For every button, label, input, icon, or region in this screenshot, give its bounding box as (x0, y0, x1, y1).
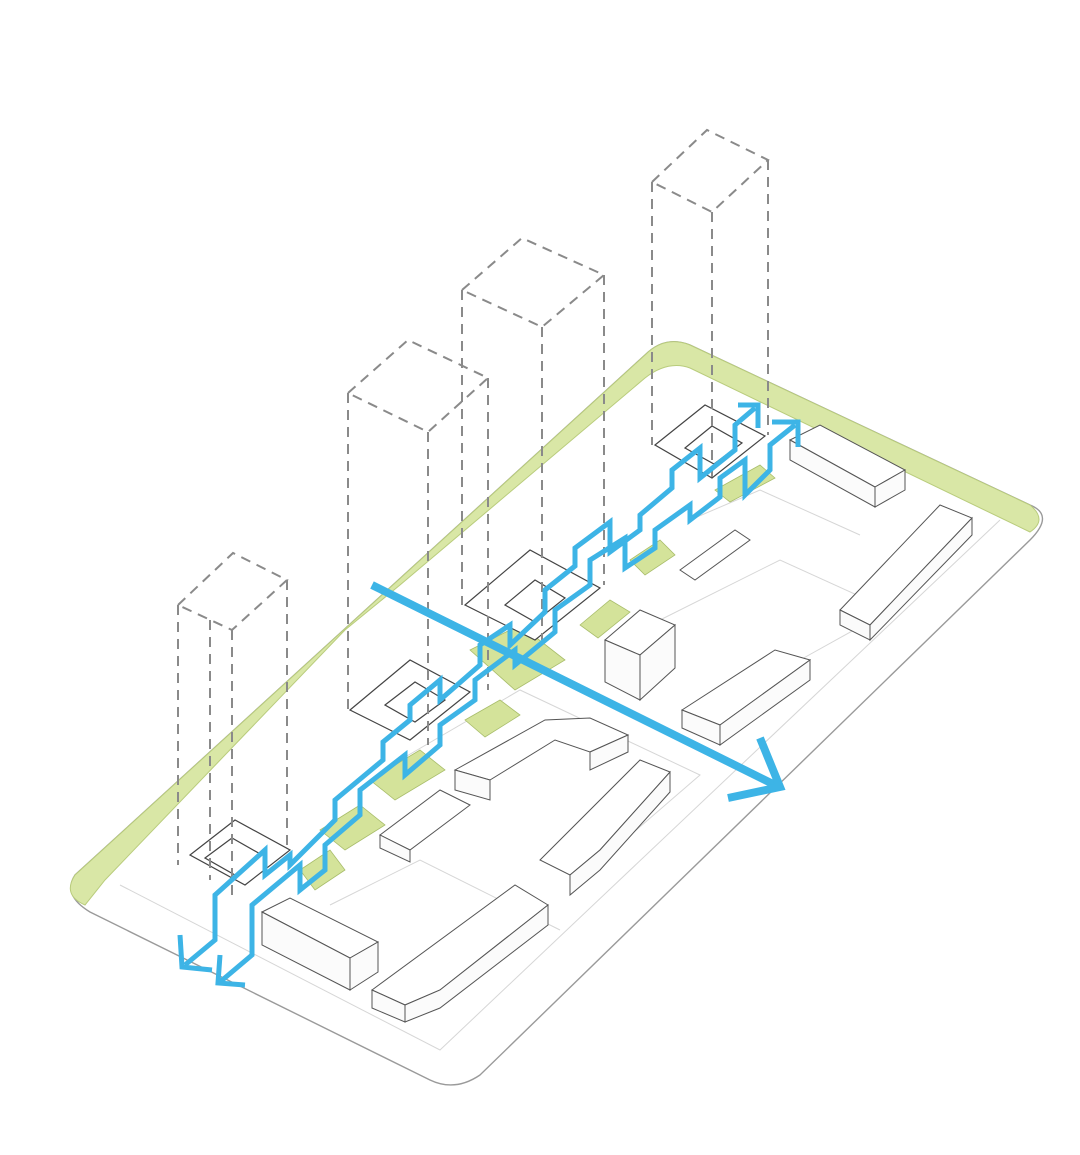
block-north-east (788, 424, 907, 508)
block-east-far (839, 504, 973, 642)
tower-1 (176, 551, 289, 895)
low-rise-blocks (260, 424, 973, 1023)
road-loop-north (639, 489, 892, 661)
block-mid-stepped (539, 759, 671, 897)
block-mid-lshape (453, 717, 630, 801)
flow-path-1-arrow-south (177, 934, 213, 973)
flow-path-2 (218, 423, 797, 984)
axis-arrow-head (727, 736, 786, 802)
green-belt (69, 341, 1040, 906)
flow-path-1-arrow-north (738, 402, 761, 428)
block-spine (379, 529, 751, 863)
block-east-long (680, 649, 812, 746)
tower-4 (650, 128, 770, 478)
tower-3 (460, 236, 606, 640)
green-patch-4 (464, 699, 521, 738)
flow-path-2-arrow-north (772, 419, 801, 447)
flow-path-2-arrow-south (215, 954, 246, 988)
road-edge-inner (119, 519, 1001, 1051)
green-patch-7 (629, 539, 676, 576)
main-axis-arrow (370, 581, 786, 802)
pedestrian-flows (177, 402, 801, 988)
flow-path-1 (183, 406, 757, 967)
green-patch-6 (579, 599, 631, 639)
green-belt-west (69, 341, 1040, 906)
green-patch-2 (319, 804, 386, 851)
block-front-long (371, 884, 549, 1023)
block-front-left (260, 897, 380, 991)
block-east-1 (604, 609, 676, 702)
axis-arrow-shaft (370, 581, 777, 789)
tower-outlines (176, 128, 770, 895)
